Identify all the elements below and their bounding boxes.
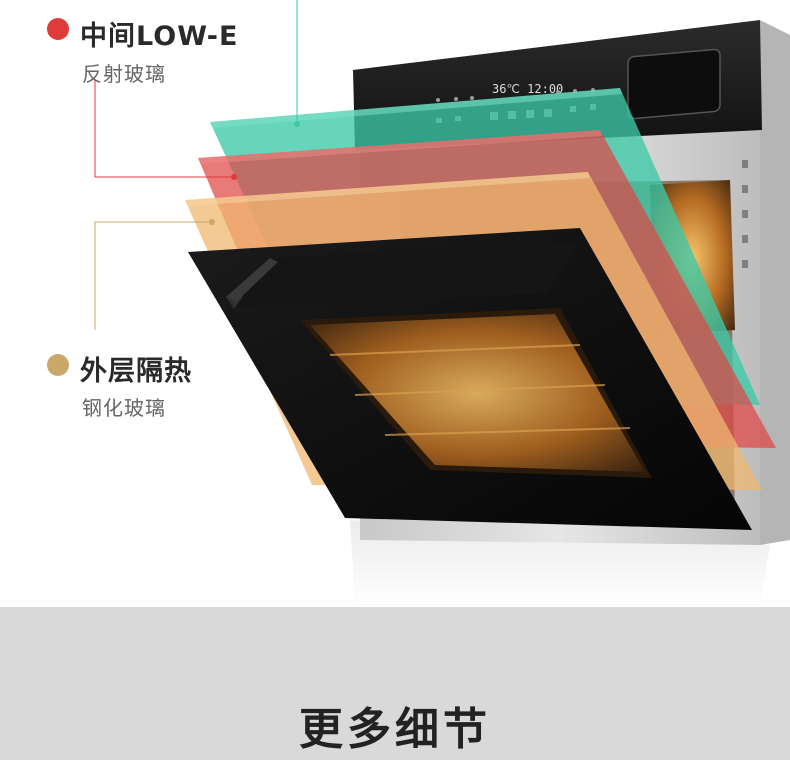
section-band [0, 607, 790, 760]
outer-glass-title: 外层隔热 [80, 356, 192, 387]
panel-display: 36℃ 12:00 [492, 82, 563, 96]
section-title: 更多细节 [299, 704, 491, 755]
middle-glass-subtitle: 反射玻璃 [82, 62, 166, 86]
oven-glass-illustration: 36℃ 12:00 [94, 0, 790, 607]
oven-door [188, 228, 752, 530]
outer-glass-dot [47, 354, 69, 376]
middle-glass-title: 中间LOW-E [80, 21, 239, 52]
outer-glass-subtitle: 钢化玻璃 [82, 396, 166, 420]
leader-lines [94, 0, 300, 330]
middle-glass-dot [47, 18, 69, 40]
